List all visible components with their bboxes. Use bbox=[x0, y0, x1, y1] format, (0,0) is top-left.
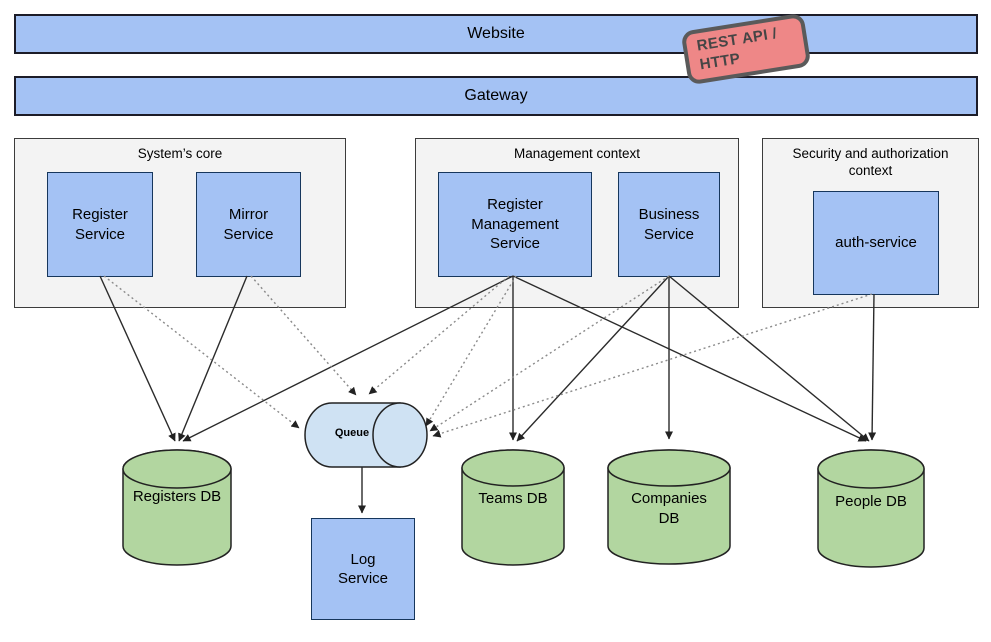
teams-db-label: Teams DB bbox=[478, 490, 548, 507]
business-service-node: Business Service bbox=[618, 172, 720, 277]
people-db-label: People DB bbox=[835, 493, 907, 510]
register-management-service-label: Register Management Service bbox=[471, 196, 559, 253]
register-service-node: Register Service bbox=[47, 172, 153, 277]
registers-db-label: Registers DB bbox=[132, 488, 222, 505]
gateway-label: Gateway bbox=[464, 87, 528, 104]
gateway-bar: Gateway bbox=[14, 76, 978, 116]
edge-auth-people-db bbox=[868, 293, 877, 441]
register-service-label: Register Service bbox=[72, 206, 128, 243]
website-bar: Website bbox=[14, 14, 978, 54]
companies-db-label: Companies DB bbox=[631, 490, 707, 527]
register-management-service-node: Register Management Service bbox=[438, 172, 592, 277]
registers-db-cylinder bbox=[122, 449, 232, 566]
systems-core-title: System’s core bbox=[137, 146, 223, 161]
auth-service-label: auth-service bbox=[835, 234, 917, 252]
business-service-label: Business Service bbox=[638, 206, 700, 243]
auth-service-node: auth-service bbox=[813, 191, 939, 295]
management-context-title: Management context bbox=[513, 146, 641, 161]
website-label: Website bbox=[467, 25, 525, 42]
log-service-node: Log Service bbox=[311, 518, 415, 620]
queue-label: Queue bbox=[334, 427, 370, 439]
mirror-service-node: Mirror Service bbox=[196, 172, 301, 277]
edge-auth-queue bbox=[432, 293, 873, 438]
log-service-label: Log Service bbox=[337, 550, 389, 588]
security-context-title: Security and authorization context bbox=[792, 146, 949, 178]
rest-api-http-label: REST API / HTTP bbox=[695, 25, 779, 74]
mirror-service-label: Mirror Service bbox=[223, 206, 274, 243]
